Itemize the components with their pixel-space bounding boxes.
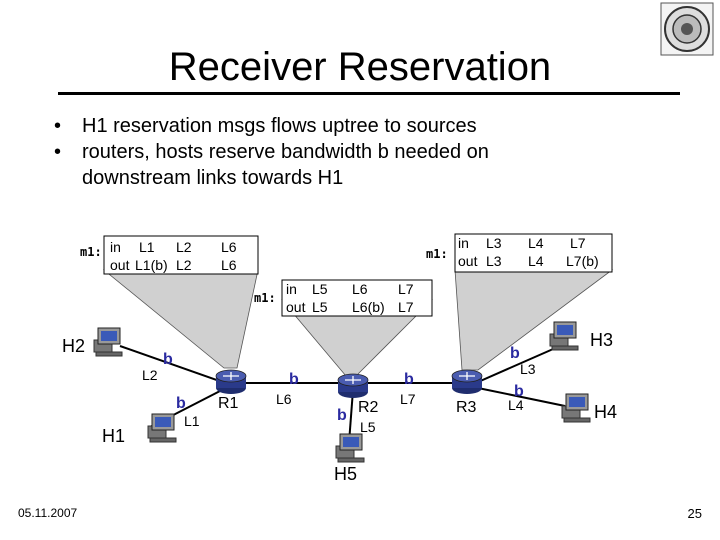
router-r2-label: R2 (358, 399, 379, 416)
table-r3-cell: in (458, 235, 469, 251)
link-l5-label: L5 (360, 419, 376, 435)
table-r2: m1: in L5 L6 L7 out L5 L6(b) L7 (254, 279, 433, 317)
bandwidth-marker: b (514, 383, 524, 400)
host-h4-computer-icon (561, 393, 591, 423)
host-h1-computer-icon (147, 413, 177, 443)
bandwidth-marker: b (337, 407, 347, 424)
table-r3-cell: L7(b) (566, 253, 599, 269)
table-r3-name: m1: (426, 247, 448, 261)
bandwidth-marker: b (176, 395, 186, 412)
table-r2-cell: L6 (352, 281, 368, 297)
footer-date: 05.11.2007 (18, 506, 78, 520)
host-h2-label: H2 (62, 336, 85, 356)
table-r1-cell: L2 (176, 257, 192, 273)
table-r3-cell: L3 (486, 235, 502, 251)
bullet-list: • H1 reservation msgs flows uptree to so… (52, 113, 652, 191)
table-r3-cell: out (458, 253, 478, 269)
table-r3: m1: in L3 L4 L7 out L3 L4 L7(b) (426, 233, 613, 273)
table-r1-name: m1: (80, 245, 102, 259)
table-r2-cell: out (286, 299, 306, 315)
table-r3-cell: L7 (570, 235, 586, 251)
table-r1-cell: L1 (139, 239, 155, 255)
host-h2-computer-icon (93, 327, 123, 357)
host-h5-computer-icon (335, 433, 365, 463)
table-r3-cell: L4 (528, 253, 544, 269)
bandwidth-marker: b (289, 371, 299, 388)
bullet-item: • routers, hosts reserve bandwidth b nee… (52, 139, 652, 191)
table-r3-cell: L4 (528, 235, 544, 251)
link-l3-label: L3 (520, 361, 536, 377)
router-r3-label: R3 (456, 399, 477, 416)
table-r2-cell: L7 (398, 281, 414, 297)
table-r1-cell: L2 (176, 239, 192, 255)
router-r3-icon (451, 369, 483, 395)
link-l3 (477, 345, 561, 383)
table-r3-cell: L3 (486, 253, 502, 269)
table-r1-cell: L6 (221, 239, 237, 255)
link-l7-label: L7 (400, 391, 416, 407)
page-number: 25 (687, 506, 702, 521)
host-h1-label: H1 (102, 426, 125, 446)
table-r2-cell: L5 (312, 281, 328, 297)
router-r1-icon (215, 369, 247, 395)
link-l1-label: L1 (184, 413, 200, 429)
bullet-item: • H1 reservation msgs flows uptree to so… (52, 113, 652, 139)
link-l2-label: L2 (142, 367, 158, 383)
table-r1-cell: out (110, 257, 130, 273)
table-r2-cell: L5 (312, 299, 328, 315)
table-r2-name: m1: (254, 291, 276, 305)
table-r1-cell: L1(b) (135, 257, 168, 273)
table-r1-cell: in (110, 239, 121, 255)
link-l6-label: L6 (276, 391, 292, 407)
link-l4-label: L4 (508, 397, 524, 413)
table-r1: m1: in L1 L2 L6 out L1(b) L2 L6 (80, 235, 259, 275)
slide-title: Receiver Reservation (168, 45, 552, 89)
bullet-text: routers, hosts reserve bandwidth b neede… (82, 141, 489, 163)
table-cone-r3 (454, 269, 614, 371)
host-h3-label: H3 (590, 330, 613, 350)
host-h5-label: H5 (334, 464, 357, 484)
table-r2-cell: in (286, 281, 297, 297)
table-r2-cell: L7 (398, 299, 414, 315)
bullet-dot-icon: • (54, 115, 62, 137)
institute-seal-logo (660, 2, 714, 56)
table-r1-cell: L6 (221, 257, 237, 273)
router-r1-label: R1 (218, 395, 239, 412)
host-h4-label: H4 (594, 402, 617, 422)
bullet-dot-icon: • (54, 141, 62, 163)
bullet-text-continued: downstream links towards H1 (82, 167, 344, 189)
bandwidth-marker: b (510, 345, 520, 362)
bullet-text: H1 reservation msgs flows uptree to sour… (82, 115, 477, 137)
title-underline (58, 92, 680, 95)
router-r2-icon (337, 373, 369, 399)
table-cone-r1 (102, 269, 259, 369)
host-h3-computer-icon (549, 321, 579, 351)
link-l2 (119, 345, 229, 385)
table-r2-cell: L6(b) (352, 299, 385, 315)
bandwidth-marker: b (404, 371, 414, 388)
bandwidth-marker: b (163, 351, 173, 368)
link-l4 (477, 387, 566, 407)
